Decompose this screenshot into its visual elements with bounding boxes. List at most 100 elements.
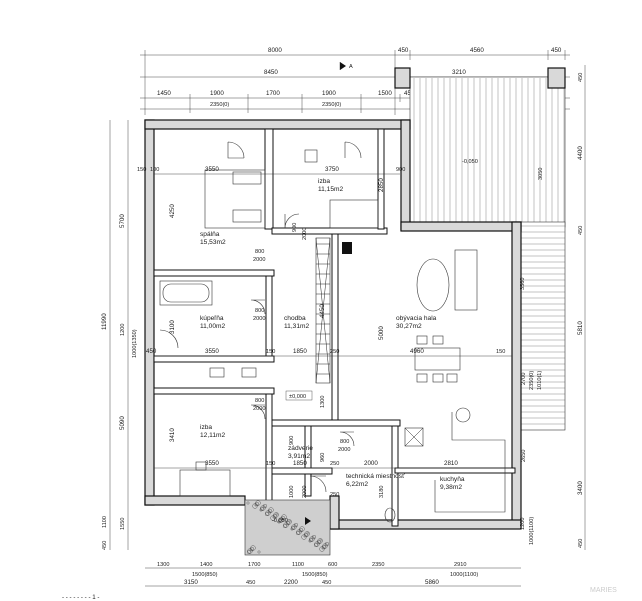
- door-swings: [159, 141, 362, 493]
- room-izba1-area: 11,15m2: [318, 186, 344, 193]
- svg-text:5810: 5810: [577, 321, 584, 335]
- room-technicka-area: 6,22m2: [346, 481, 368, 488]
- svg-text:1200: 1200: [520, 518, 526, 530]
- bed: [204, 169, 266, 229]
- right-dimension-lines: 450 4400 450 5810 3400 1200 1000(1100) 4…: [520, 65, 586, 550]
- svg-text:2350: 2350: [372, 562, 384, 568]
- svg-text:900: 900: [396, 167, 405, 173]
- room-kupelna-area: 11,00m2: [200, 323, 226, 330]
- svg-text:250: 250: [330, 349, 339, 355]
- svg-text:1300: 1300: [320, 396, 326, 408]
- entry-paving: -0,050: [244, 499, 331, 556]
- svg-text:150: 150: [266, 349, 275, 355]
- svg-text:1000: 1000: [289, 486, 295, 498]
- room-spalna-area: 15,53m2: [200, 239, 226, 246]
- svg-text:3550: 3550: [205, 166, 219, 173]
- floor-level: ±0,000: [289, 394, 306, 400]
- svg-text:150: 150: [496, 349, 505, 355]
- svg-text:2000: 2000: [253, 257, 265, 263]
- svg-text:1010(1): 1010(1): [537, 371, 543, 390]
- room-kupelna-name: kúpeľňa: [200, 315, 224, 322]
- svg-text:600: 600: [328, 562, 337, 568]
- svg-text:2850: 2850: [378, 178, 385, 192]
- svg-text:2000: 2000: [302, 228, 308, 240]
- terrace: -0,050: [394, 67, 566, 228]
- svg-text:250: 250: [330, 492, 339, 498]
- caption-fragment: - - - - - - - - 1 -: [62, 594, 99, 601]
- dim-top-8000: 8000: [268, 47, 282, 54]
- svg-text:800: 800: [340, 439, 349, 445]
- svg-text:1700: 1700: [248, 562, 260, 568]
- svg-text:3410: 3410: [169, 428, 176, 442]
- svg-text:2700: 2700: [521, 373, 527, 385]
- svg-text:150: 150: [137, 167, 146, 173]
- room-obyvacia-area: 30,27m2: [396, 323, 422, 330]
- svg-text:2000: 2000: [338, 447, 350, 453]
- svg-text:2200: 2200: [284, 579, 298, 586]
- room-zadverie-area: 3,91m2: [288, 453, 310, 460]
- dim-top-4560: 4560: [470, 47, 484, 54]
- svg-text:2000: 2000: [253, 316, 265, 322]
- dining-table: [414, 347, 461, 371]
- interior-dims: 3550 3750 150 100 900 4250 2850 2000 900…: [137, 166, 543, 498]
- section-marker: A: [339, 62, 353, 70]
- dim-top-2350b: 2350(0): [322, 102, 341, 108]
- room-technicka-name: technická miestnosť: [346, 473, 405, 480]
- svg-text:900: 900: [292, 223, 298, 232]
- svg-text:5700: 5700: [119, 214, 126, 228]
- coffee-table: [416, 258, 450, 312]
- svg-text:3050: 3050: [538, 168, 544, 180]
- dim-top-1900b: 1900: [322, 90, 336, 97]
- svg-text:4250: 4250: [169, 204, 176, 218]
- stair-shaft: [315, 237, 352, 384]
- svg-text:2000: 2000: [302, 486, 308, 498]
- entry-level: -0,050: [272, 518, 288, 524]
- dim-top-1500: 1500: [378, 90, 392, 97]
- svg-text:450: 450: [322, 580, 331, 586]
- svg-text:2910: 2910: [454, 562, 466, 568]
- svg-text:2350(0): 2350(0): [529, 371, 535, 390]
- svg-text:4450: 4450: [319, 304, 326, 318]
- svg-text:3180: 3180: [379, 486, 385, 498]
- outer-walls: [144, 119, 522, 530]
- svg-text:1000(1100): 1000(1100): [529, 517, 535, 545]
- svg-text:2000: 2000: [364, 460, 378, 467]
- kitchen-counter: [434, 412, 506, 513]
- room-izba1-name: izba: [318, 178, 330, 185]
- svg-text:5000: 5000: [378, 326, 385, 340]
- dim-top-1700: 1700: [266, 90, 280, 97]
- room-chodba-name: chodba: [284, 315, 306, 322]
- svg-text:1100: 1100: [102, 516, 108, 528]
- svg-text:A: A: [349, 64, 353, 70]
- svg-text:800: 800: [255, 249, 264, 255]
- svg-text:800: 800: [255, 308, 264, 314]
- svg-text:1000(1100): 1000(1100): [450, 572, 478, 578]
- svg-text:2000: 2000: [253, 406, 265, 412]
- room-spalna-name: spálňa: [200, 231, 220, 238]
- svg-text:800: 800: [255, 398, 264, 404]
- sofa: [454, 249, 478, 311]
- svg-text:960: 960: [320, 453, 326, 462]
- room-izba2-name: izba: [200, 424, 212, 431]
- room-kuchyna-area: 9,38m2: [440, 484, 462, 491]
- svg-text:5860: 5860: [425, 579, 439, 586]
- svg-text:4400: 4400: [577, 146, 584, 160]
- svg-text:1500(850): 1500(850): [302, 572, 328, 578]
- svg-text:1850: 1850: [293, 348, 307, 355]
- dim-top-3210: 3210: [452, 69, 466, 76]
- svg-text:450: 450: [146, 348, 157, 355]
- bottom-dimension-lines: 1300 1400 1700 1100 600 2350 2910 1500(8…: [145, 562, 521, 587]
- room-chodba-area: 11,31m2: [284, 323, 310, 330]
- dim-top-1450: 1450: [157, 90, 171, 97]
- room-zadverie-name: zádverie: [288, 445, 313, 452]
- svg-text:450: 450: [578, 539, 584, 548]
- terrace-right: [519, 221, 566, 431]
- svg-text:3100: 3100: [169, 320, 176, 334]
- svg-text:1000(1350): 1000(1350): [132, 329, 138, 358]
- svg-text:1100: 1100: [292, 562, 304, 568]
- svg-text:1850: 1850: [293, 460, 307, 467]
- watermark: MARIES: [590, 587, 617, 594]
- svg-text:450: 450: [102, 541, 108, 550]
- svg-text:1550: 1550: [120, 518, 126, 530]
